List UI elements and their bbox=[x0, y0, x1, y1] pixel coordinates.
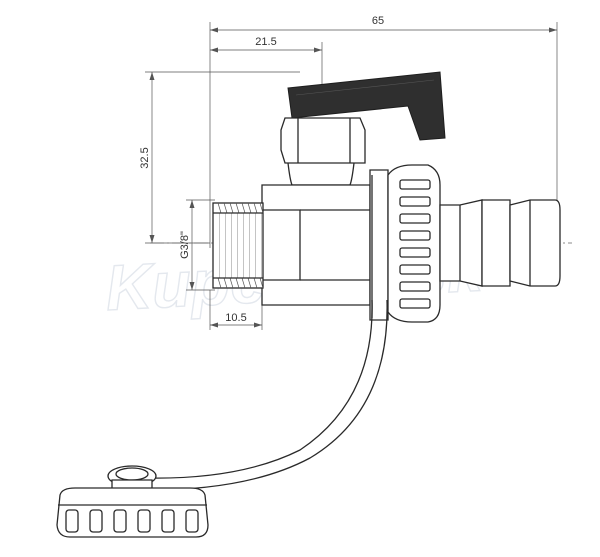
dimension-label-thread-length: 10.5 bbox=[225, 312, 246, 324]
dimension-overall-length: 65 bbox=[209, 15, 558, 248]
stem-nut bbox=[280, 117, 366, 186]
dimension-thread-length: 10.5 bbox=[209, 290, 263, 330]
hose-barb bbox=[439, 199, 561, 287]
cap-strap bbox=[144, 299, 388, 491]
dimension-label-height: 32.5 bbox=[139, 147, 151, 168]
male-thread bbox=[212, 202, 264, 289]
dust-cap bbox=[56, 465, 209, 538]
dimension-label-overall-length: 65 bbox=[372, 15, 384, 27]
dimension-thread-size: G3/8" bbox=[179, 199, 215, 291]
dimension-center-offset: 21.5 bbox=[210, 36, 323, 100]
valve-body bbox=[261, 184, 371, 306]
cap-retainer-flange bbox=[369, 169, 389, 321]
dimension-label-thread-size: G3/8" bbox=[179, 231, 191, 259]
dimension-label-center-offset: 21.5 bbox=[255, 36, 276, 48]
union-nut bbox=[387, 164, 441, 323]
